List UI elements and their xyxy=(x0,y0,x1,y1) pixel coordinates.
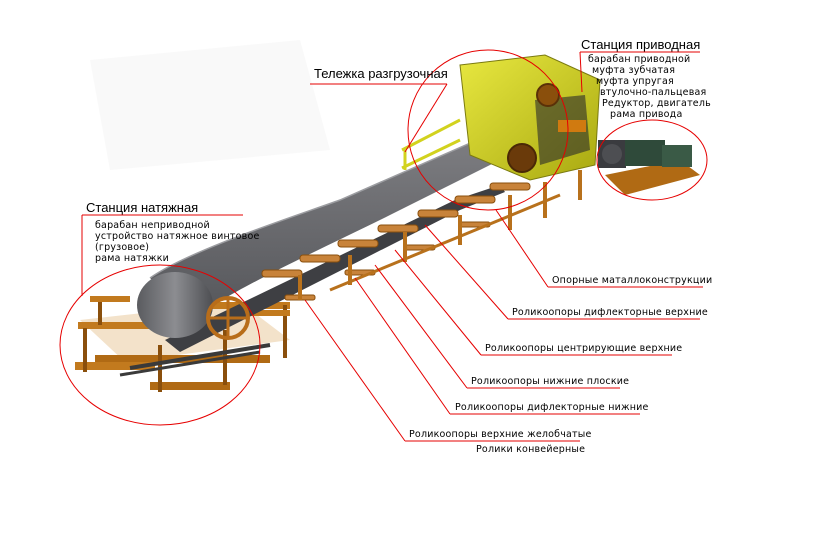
unloading-cart-circle xyxy=(407,49,569,211)
callout-deflector-upper: Роликоопоры дифлекторные верхние xyxy=(512,307,708,318)
callout-circles xyxy=(59,49,708,426)
drive-motor-unit xyxy=(598,140,700,195)
tension-item-weighted: (грузовое) xyxy=(95,242,150,253)
drive-item-bushing-pin: втулочно-пальцевая xyxy=(600,87,707,98)
callout-deflector-lower: Роликоопоры дифлекторные нижние xyxy=(455,402,649,413)
unloading-cart-housing xyxy=(401,54,601,181)
tension-item-frame: рама натяжки xyxy=(95,253,170,264)
leader-lines xyxy=(81,51,703,442)
drive-item-drum: барабан приводной xyxy=(588,54,691,65)
drive-item-elastic-coupling: муфта упругая xyxy=(596,76,674,87)
tension-item-drum: барабан неприводной xyxy=(95,220,210,231)
tension-item-screw-device: устройство натяжное винтовое xyxy=(95,231,260,242)
callout-support-structures: Опорные маталлоконструкции xyxy=(552,275,713,286)
callout-lower-flat: Роликоопоры нижние плоские xyxy=(471,376,630,387)
callout-troughed-upper: Роликоопоры верхние желобчатые xyxy=(409,429,592,440)
callout-centering-upper: Роликоопоры центрирующие верхние xyxy=(485,343,683,354)
drive-item-gear-coupling: муфта зубчатая xyxy=(592,65,676,76)
drive-station-items: барабан приводной муфта зубчатая муфта у… xyxy=(588,54,711,120)
tension-station-circle xyxy=(59,264,261,426)
unloading-cart-title: Тележка разгрузочная xyxy=(314,66,448,81)
support-structures xyxy=(298,170,582,300)
tension-station-items: барабан неприводной устройство натяжное … xyxy=(95,220,260,264)
drive-item-drive-frame: рама привода xyxy=(610,109,683,120)
drive-station-circle xyxy=(596,119,708,201)
drive-station-title: Станция приводная xyxy=(581,37,701,52)
idler-rollers xyxy=(261,182,531,301)
tension-station-title: Станция натяжная xyxy=(86,200,199,215)
callout-conveyor-rollers: Ролики конвейерные xyxy=(476,444,586,455)
drive-item-reducer-motor: Редуктор, двигатель xyxy=(602,98,711,109)
background-ghost xyxy=(90,40,330,170)
